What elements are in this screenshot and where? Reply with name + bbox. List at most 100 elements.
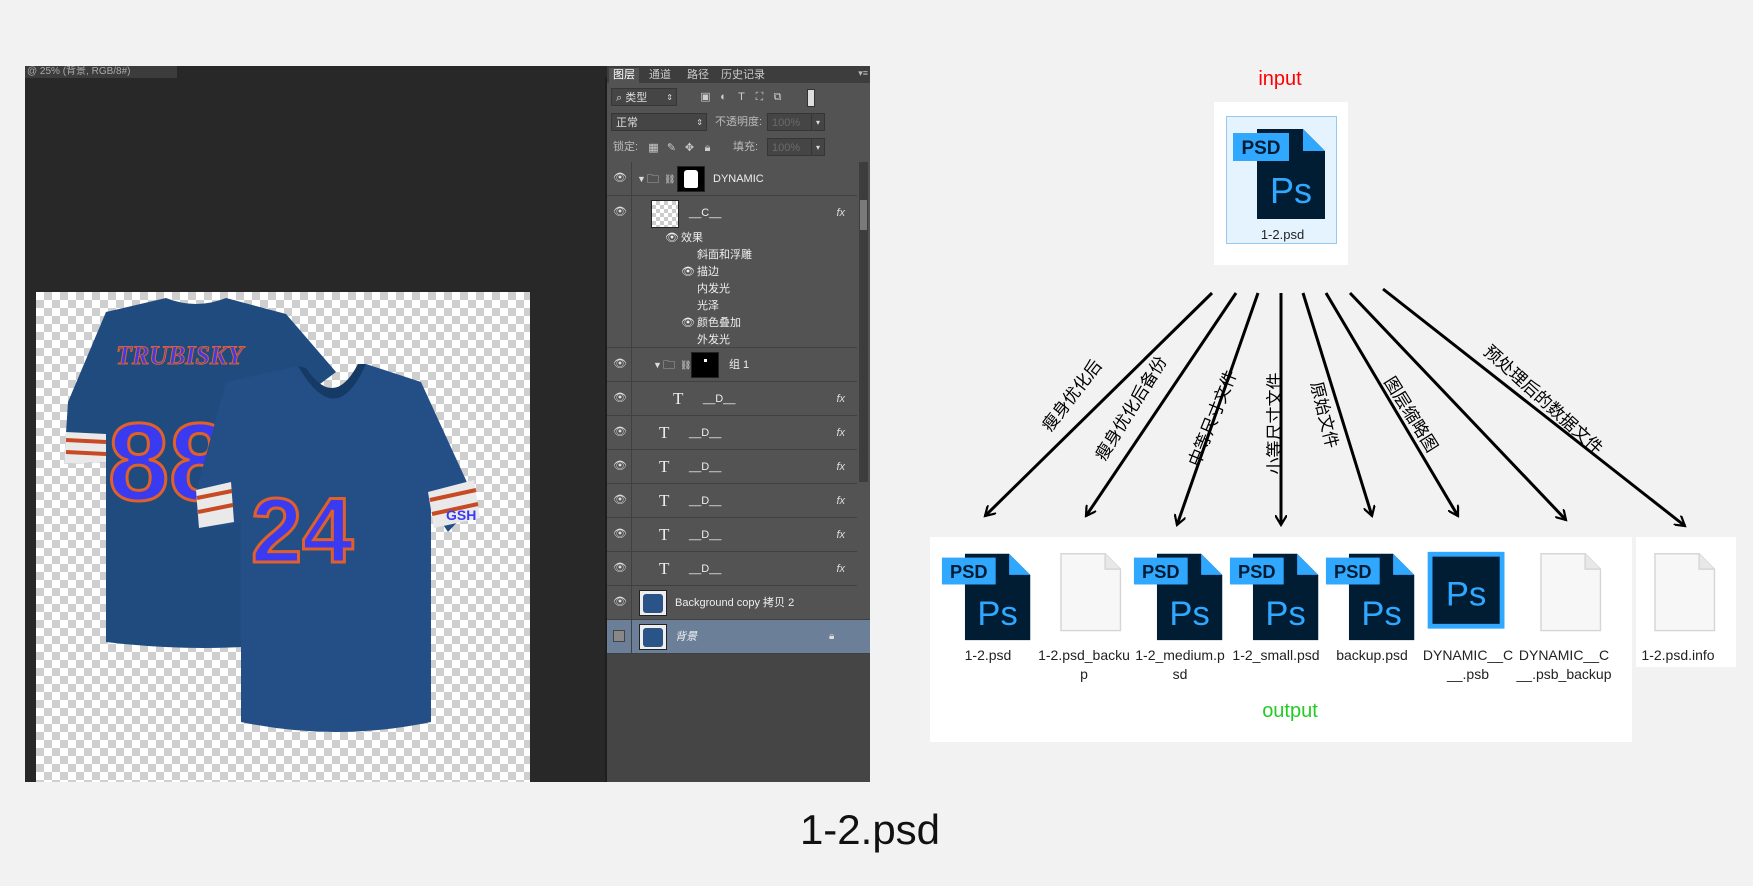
fx-icon[interactable]: fx (836, 529, 845, 541)
visibility-eye-icon[interactable]: 👁︎ (613, 494, 627, 506)
layer-background-copy[interactable]: 👁︎ Background copy 拷贝 2 (607, 586, 870, 620)
fill-dropdown-icon[interactable]: ▾ (811, 138, 825, 156)
expand-arrow-icon[interactable]: ▼ (653, 360, 662, 370)
tab-layers[interactable]: 图层 (609, 68, 639, 83)
visibility-eye-icon[interactable]: 👁︎ (613, 172, 627, 184)
front-number-text: 24 (251, 480, 353, 582)
opacity-input[interactable]: 100% (767, 113, 813, 131)
fx-icon[interactable]: fx (836, 393, 845, 405)
effect-eye-icon[interactable]: 👁︎ (681, 317, 695, 329)
back-name-text: TRUBISKY (116, 341, 245, 370)
layer-thumbnail[interactable] (639, 590, 667, 616)
filter-kind-select[interactable]: ⌕ 类型 ⇕ (611, 88, 677, 106)
effect-satin[interactable]: 光泽 (697, 300, 719, 312)
search-icon: ⌕ (616, 92, 623, 104)
file-name: 1-2_medium.psd (1135, 647, 1225, 682)
layer-text-d[interactable]: 👁︎ T __D__ fx (607, 552, 857, 586)
input-file-item[interactable]: PSD Ps 1-2.psd (1226, 116, 1337, 244)
blend-row: 正常 ⇕ 不透明度: 100% ▾ (607, 111, 870, 133)
layer-text-d[interactable]: 👁︎ T __D__ fx (607, 484, 857, 518)
expand-arrow-icon[interactable]: ▼ (637, 174, 646, 184)
layer-name: __D__ (689, 495, 722, 507)
layer-background[interactable]: 背景 🔒︎ (607, 620, 870, 654)
effects-header: 效果 (681, 232, 703, 244)
lock-position-icon[interactable]: ✥ (684, 142, 695, 154)
layer-c-smart-object[interactable]: 👁︎ __C__ fx 👁︎ 效果 斜面和浮雕 👁︎ 描边 内发光 光泽 👁︎ … (607, 196, 857, 348)
file-name: 1-2.psd (1260, 227, 1305, 242)
scroll-thumb[interactable] (860, 200, 867, 230)
blend-mode-select[interactable]: 正常 ⇕ (611, 113, 707, 131)
arrow-label-thumbnail: 图层缩略图 (1380, 373, 1442, 456)
visibility-eye-icon[interactable]: 👁︎ (613, 596, 627, 608)
canvas-area[interactable]: TRUBISKY 88 24 GSH (25, 78, 605, 782)
effect-color-overlay[interactable]: 颜色叠加 (697, 317, 741, 329)
link-icon[interactable]: ⛓︎ (680, 360, 692, 370)
visibility-eye-icon[interactable]: 👁︎ (613, 358, 627, 370)
type-filter-icon[interactable]: T (738, 91, 745, 103)
output-label: output (1262, 700, 1318, 722)
lock-all-icon[interactable]: 🔒︎ (704, 142, 711, 154)
layer-mask-thumbnail[interactable] (691, 352, 719, 378)
visibility-eye-icon[interactable]: 👁︎ (613, 206, 627, 218)
fx-icon[interactable]: fx (836, 461, 845, 473)
layer-name: Background copy 拷贝 2 (675, 597, 795, 609)
svg-text:PSD: PSD (1334, 561, 1372, 582)
effect-inner-glow[interactable]: 内发光 (697, 283, 730, 295)
arrow (1382, 287, 1685, 526)
visibility-eye-icon[interactable]: 👁︎ (613, 392, 627, 404)
effects-eye-icon[interactable]: 👁︎ (665, 232, 679, 244)
adjustment-filter-icon[interactable]: ◐ (720, 91, 727, 103)
text-layer-icon: T (659, 491, 670, 510)
panel-menu-icon[interactable]: ▾≡ (858, 68, 868, 78)
file-name: 1-2_small.psd (1232, 647, 1320, 663)
layer-text-d[interactable]: 👁︎ T __D__ fx (607, 416, 857, 450)
visibility-eye-icon[interactable]: 👁︎ (613, 562, 627, 574)
document-tab[interactable]: @ 25% (背景, RGB/8#) (25, 66, 177, 78)
visibility-eye-icon[interactable]: 👁︎ (613, 426, 627, 438)
lock-transparent-icon[interactable]: ▦ (648, 142, 659, 154)
panel-tabs: 图层 通道 路径 历史记录 ▾≡ (607, 66, 870, 83)
smart-object-thumbnail[interactable] (651, 200, 679, 228)
fx-icon[interactable]: fx (836, 427, 845, 439)
jersey-artwork: TRUBISKY 88 24 GSH (64, 298, 480, 732)
smart-object-filter-icon[interactable]: ⧉ (773, 91, 782, 103)
visibility-eye-icon[interactable]: 👁︎ (613, 528, 627, 540)
updown-icon: ⇕ (666, 93, 673, 102)
fx-icon[interactable]: fx (836, 563, 845, 575)
fx-icon[interactable]: fx (836, 207, 845, 219)
text-layer-icon: T (673, 389, 684, 408)
layer-dynamic-group[interactable]: 👁︎ ▼ 🗀︎ ⛓︎ DYNAMIC (607, 162, 857, 196)
sleeve-text: GSH (446, 507, 476, 523)
visibility-toggle-empty[interactable] (613, 630, 625, 642)
svg-text:Ps: Ps (1265, 595, 1305, 633)
psd-icon: PSD Ps (1229, 553, 1319, 641)
effect-bevel-emboss[interactable]: 斜面和浮雕 (697, 249, 752, 261)
arrow-label-medium: 中等尺寸文件 (1184, 367, 1241, 470)
svg-text:PSD: PSD (1238, 561, 1276, 582)
visibility-eye-icon[interactable]: 👁︎ (613, 460, 627, 472)
effect-eye-icon[interactable]: 👁︎ (681, 266, 695, 278)
arrow-label-slimmed: 瘦身优化后 (1038, 356, 1106, 436)
fill-input[interactable]: 100% (767, 138, 813, 156)
tab-paths[interactable]: 路径 (687, 69, 709, 81)
link-icon[interactable]: ⛓︎ (664, 174, 676, 184)
layer-text-d[interactable]: 👁︎ T __D__ fx (607, 382, 857, 416)
tab-channels[interactable]: 通道 (649, 69, 671, 81)
layer-text-d[interactable]: 👁︎ T __D__ fx (607, 518, 857, 552)
lock-paint-icon[interactable]: ✎ (666, 142, 677, 154)
layer-thumbnail[interactable] (639, 624, 667, 650)
layer-text-d[interactable]: 👁︎ T __D__ fx (607, 450, 857, 484)
effect-outer-glow[interactable]: 外发光 (697, 334, 730, 346)
fx-icon[interactable]: fx (836, 495, 845, 507)
document-canvas[interactable]: TRUBISKY 88 24 GSH (36, 292, 530, 782)
filter-toggle-switch[interactable] (807, 89, 815, 107)
tab-history[interactable]: 历史记录 (721, 69, 765, 81)
effect-stroke[interactable]: 描边 (697, 266, 719, 278)
layer-list-scrollbar[interactable] (859, 162, 868, 482)
shape-filter-icon[interactable]: ⛶ (755, 91, 764, 103)
layer-mask-thumbnail[interactable] (677, 166, 705, 192)
opacity-dropdown-icon[interactable]: ▾ (811, 113, 825, 131)
pixel-filter-icon[interactable]: ▣ (700, 91, 711, 103)
layer-group-1[interactable]: 👁︎ ▼ 🗀︎ ⛓︎ 组 1 (607, 348, 857, 382)
